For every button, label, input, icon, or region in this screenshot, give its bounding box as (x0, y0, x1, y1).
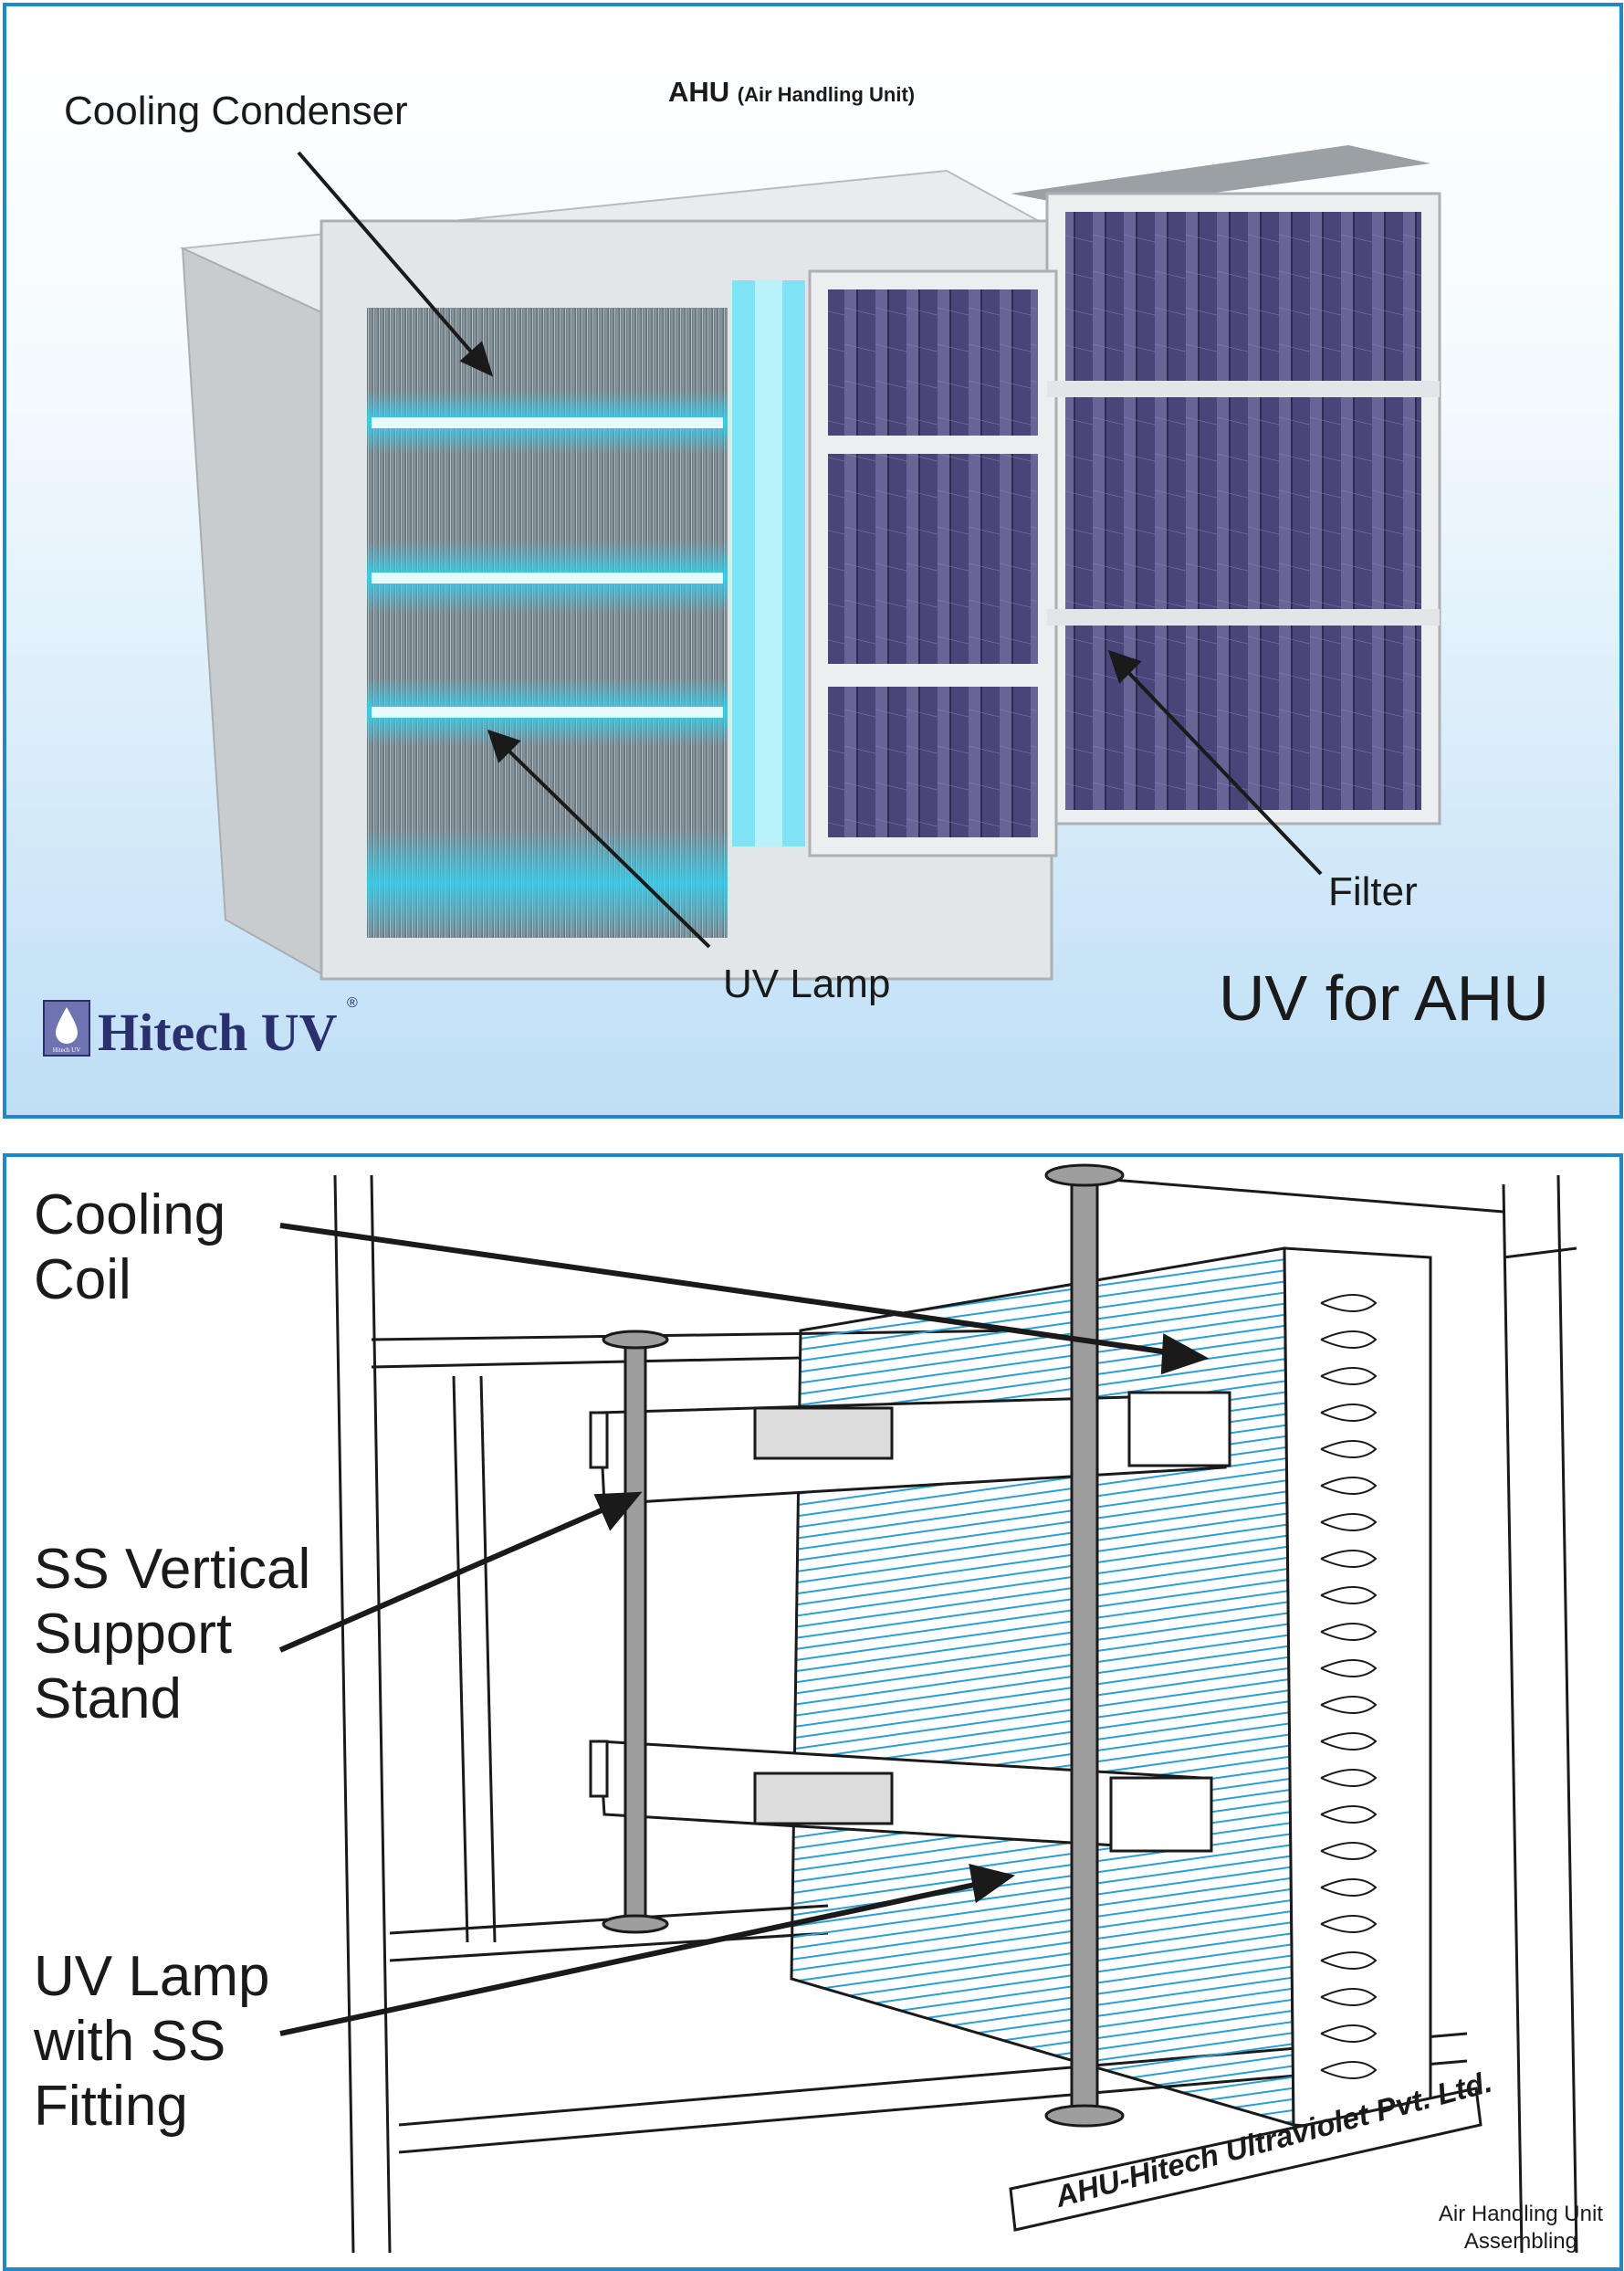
arrow-cooling-coil (279, 1223, 1176, 1356)
arrow-uv-lamp (502, 744, 711, 949)
filter-panel-4 (828, 289, 1038, 436)
cooling-coil-side (1283, 1246, 1432, 2136)
label-ss-support-stand-line-3: Stand (34, 1667, 183, 1730)
uv-lamp-top-endcap (1127, 1391, 1231, 1467)
title-sub: (Air Handling Unit) (737, 83, 916, 106)
filter-panel-3 (1065, 591, 1421, 810)
arrow-cooling-condenser (297, 151, 478, 360)
cooling-coil-face (790, 1246, 1295, 2128)
ss-support-stand-right (1070, 1173, 1099, 2118)
uv-lamp-tube-1 (372, 417, 723, 428)
bottom-panel: Cooling Coil SS Vertical Support Stand U… (3, 1153, 1623, 2271)
label-cooling-coil-line-1: Cooling (34, 1183, 226, 1246)
ahu-unit-illustration (179, 145, 1441, 981)
arrow-support-stand (278, 1501, 618, 1653)
label-cooling-coil-line-2: Coil (34, 1248, 131, 1311)
label-uv-lamp: UV Lamp (723, 962, 891, 1006)
ss-support-stand-left (623, 1338, 647, 1926)
callout-arrows (278, 1223, 1210, 2036)
arrow-uv-lamp-ss (279, 1880, 984, 2036)
label-ss-support-stand-line-2: Support (34, 1603, 233, 1666)
title-main: AHU (668, 76, 730, 108)
arrow-filter (1123, 667, 1323, 876)
brand-name: Hitech UV (98, 1003, 338, 1062)
label-uv-lamp-ss-fitting: UV Lamp with SS Fitting (34, 1944, 269, 2139)
tagline: UV for AHU (1219, 962, 1549, 1034)
caption-line-2: Assembling (1463, 2229, 1577, 2254)
logo-text: Hitech UV (53, 1046, 81, 1054)
label-uv-lamp-ss-fitting-line-2: with SS (34, 2010, 226, 2073)
top-panel: AHU (Air Handling Unit) Cooling Condense… (3, 3, 1623, 1119)
registered-mark: ® (347, 995, 358, 1011)
callout-arrows (297, 151, 1323, 949)
label-cooling-condenser: Cooling Condenser (64, 89, 408, 133)
uv-lamp-tube-2 (372, 573, 723, 584)
label-cooling-coil: Cooling Coil (34, 1183, 225, 1312)
brand-logo-icon: Hitech UV (43, 1000, 90, 1057)
uv-lamp-glow-bottom (367, 828, 728, 938)
uv-lamp-top-ballast (753, 1406, 894, 1460)
label-uv-lamp-ss-fitting-line-3: Fitting (34, 2075, 188, 2138)
label-ss-support-stand: SS Vertical Support Stand (34, 1537, 310, 1731)
coil-u-bends (1320, 1294, 1378, 2079)
base-plinth (1009, 2087, 1483, 2232)
caption-line-1: Air Handling Unit (1438, 2202, 1603, 2226)
label-uv-lamp-ss-fitting-line-1: UV Lamp (34, 1945, 270, 2008)
uv-lamp-bottom-ballast (753, 1772, 894, 1825)
filter-panel-6 (828, 687, 1038, 837)
filter-panel-5 (828, 454, 1038, 664)
uv-lamp-bottom-endcap (1109, 1776, 1213, 1853)
diagram-title: AHU (Air Handling Unit) (668, 76, 915, 109)
filter-panel-2 (1065, 363, 1421, 614)
label-filter: Filter (1328, 869, 1418, 914)
uv-lamp-tube-3 (372, 707, 723, 718)
casing-left-side (181, 247, 332, 981)
ahu-assembly-drawing (278, 1163, 1578, 2254)
filter-panel-1 (1065, 212, 1421, 381)
label-ss-support-stand-line-1: SS Vertical (34, 1538, 311, 1601)
caption: Air Handling Unit Assembling (1439, 2201, 1603, 2255)
